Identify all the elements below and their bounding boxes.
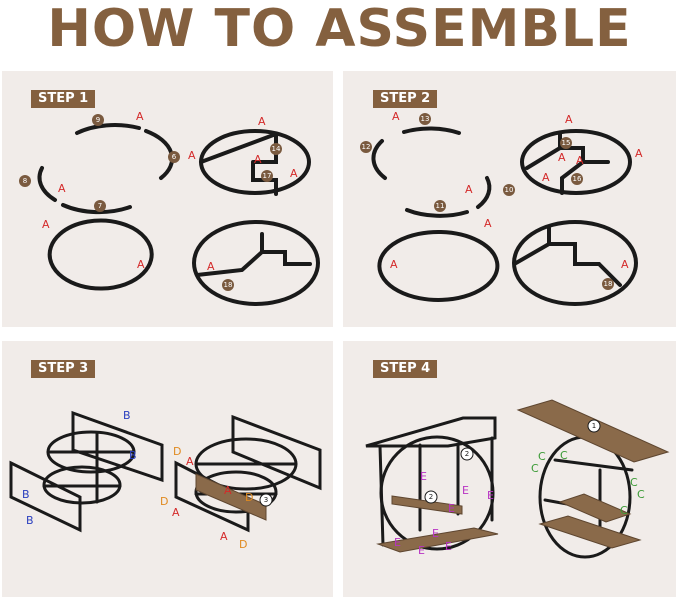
part-badge-17: 17 xyxy=(261,170,273,182)
step-3-assembly-left xyxy=(11,413,162,530)
label-c: C xyxy=(620,504,628,517)
label-b: B xyxy=(129,449,137,462)
label-a: A xyxy=(576,154,584,167)
label-a: A xyxy=(258,115,266,128)
letter-labels: A A A A A A A A A A A A A A A A A A A B … xyxy=(22,110,645,557)
part-11-text: 11 xyxy=(436,202,445,210)
part-badge-18-s2: 18 xyxy=(602,278,614,290)
label-b: B xyxy=(26,514,34,527)
part-3-text: 3 xyxy=(264,496,268,504)
label-a: A xyxy=(542,171,550,184)
step-2-frame-bottom xyxy=(514,222,636,304)
label-b: B xyxy=(22,488,30,501)
label-a: A xyxy=(188,149,196,162)
part-10-text: 10 xyxy=(505,186,514,194)
part-2-mid-text: 2 xyxy=(429,493,433,501)
part-badge-7: 7 xyxy=(94,200,106,212)
part-badge-13: 13 xyxy=(419,113,431,125)
label-c: C xyxy=(637,488,645,501)
step-3-assembly-right xyxy=(176,417,320,530)
part-7-text: 7 xyxy=(98,202,102,210)
part-badge-1: 1 xyxy=(588,420,600,432)
part-badge-10: 10 xyxy=(503,184,515,196)
part-18-s2-text: 18 xyxy=(604,280,613,288)
label-a: A xyxy=(186,455,194,468)
label-a: A xyxy=(42,218,50,231)
label-a: A xyxy=(621,258,629,271)
label-e: E xyxy=(394,536,401,549)
label-d: D xyxy=(173,445,181,458)
part-badge-16: 16 xyxy=(571,173,583,185)
part-12-text: 12 xyxy=(362,143,371,151)
label-a: A xyxy=(207,260,215,273)
label-c: C xyxy=(538,450,546,463)
part-badge-9: 9 xyxy=(92,114,104,126)
label-e: E xyxy=(420,470,427,483)
label-a: A xyxy=(392,110,400,123)
part-badge-2-mid: 2 xyxy=(425,491,437,503)
part-2-top-text: 2 xyxy=(465,450,469,458)
step-1-ring-full xyxy=(50,221,152,289)
part-badge-14: 14 xyxy=(270,143,282,155)
label-a: A xyxy=(220,530,228,543)
label-a: A xyxy=(136,110,144,123)
part-badge-18-s1: 18 xyxy=(222,279,234,291)
part-6-text: 6 xyxy=(172,153,177,161)
part-9-text: 9 xyxy=(96,116,100,124)
part-badge-2-top: 2 xyxy=(461,448,473,460)
label-a: A xyxy=(290,167,298,180)
part-15-text: 15 xyxy=(562,139,571,147)
part-18-s1-text: 18 xyxy=(224,281,233,289)
step-1-split-ring xyxy=(40,125,173,212)
part-badge-8: 8 xyxy=(19,175,31,187)
part-13-text: 13 xyxy=(421,115,430,123)
part-16-text: 16 xyxy=(573,175,582,183)
label-c: C xyxy=(560,449,568,462)
label-a: A xyxy=(484,217,492,230)
label-a: A xyxy=(635,147,643,160)
label-d: D xyxy=(239,538,247,551)
part-badge-12: 12 xyxy=(360,141,372,153)
label-a: A xyxy=(390,258,398,271)
part-14-text: 14 xyxy=(272,145,281,153)
label-e: E xyxy=(432,527,439,540)
label-a: A xyxy=(172,506,180,519)
label-a: A xyxy=(137,258,145,271)
step-2-split-ring xyxy=(373,129,489,216)
part-17-text: 17 xyxy=(263,172,272,180)
label-e: E xyxy=(448,502,455,515)
part-1-text: 1 xyxy=(592,422,596,430)
label-e: E xyxy=(445,540,452,553)
label-a: A xyxy=(565,113,573,126)
part-badge-11: 11 xyxy=(434,200,446,212)
part-badge-15: 15 xyxy=(560,137,572,149)
label-a: A xyxy=(58,182,66,195)
label-e: E xyxy=(487,489,494,502)
label-c: C xyxy=(531,462,539,475)
label-a: A xyxy=(558,151,566,164)
part-badge-3: 3 xyxy=(260,494,272,506)
label-a: A xyxy=(465,183,473,196)
part-8-text: 8 xyxy=(23,177,27,185)
label-e: E xyxy=(462,484,469,497)
label-a: A xyxy=(224,484,232,497)
label-d: D xyxy=(245,491,253,504)
label-e: E xyxy=(418,544,425,557)
part-badge-6: 6 xyxy=(168,151,180,163)
label-a: A xyxy=(254,153,262,166)
label-b: B xyxy=(123,409,131,422)
label-d: D xyxy=(160,495,168,508)
